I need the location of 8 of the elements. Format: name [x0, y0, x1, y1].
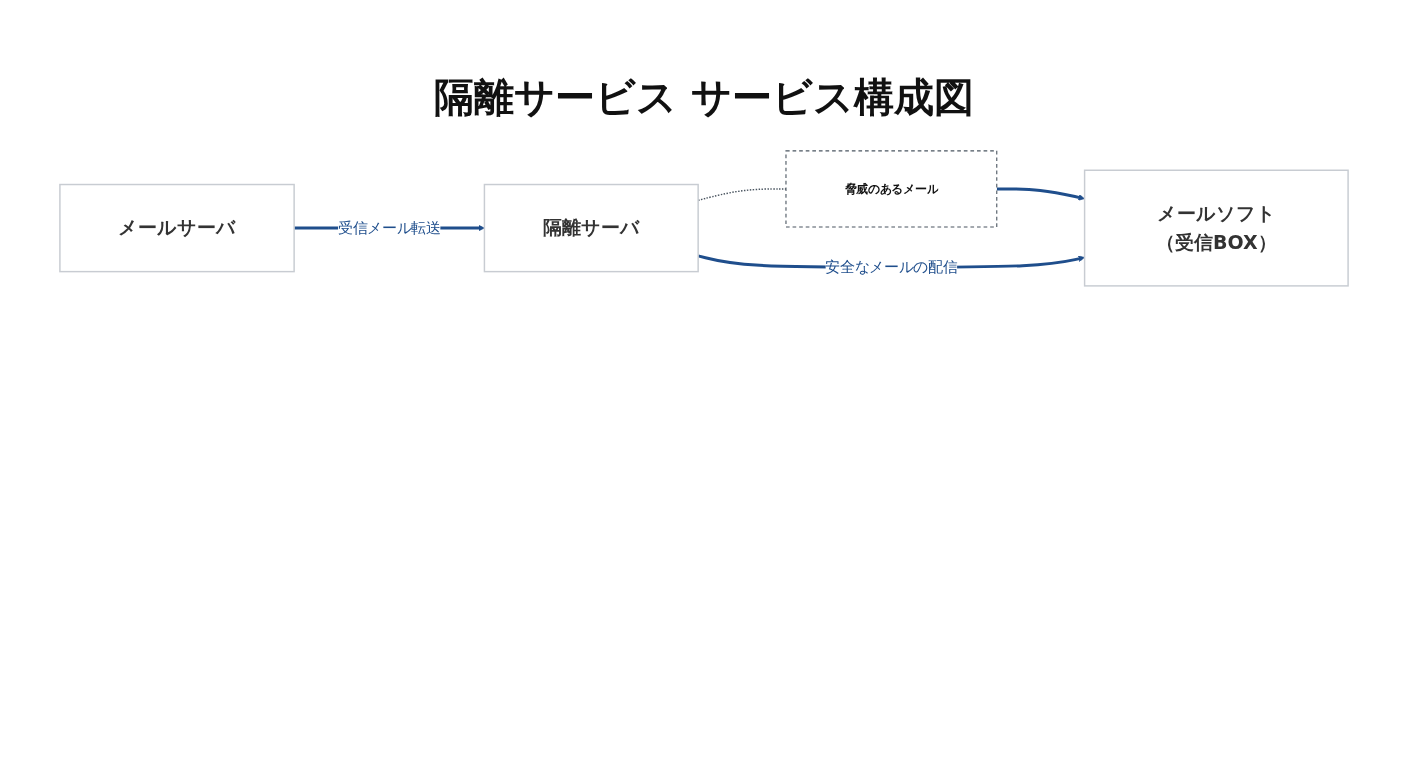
- edge-label: 受信メール転送: [338, 219, 441, 237]
- edge-label: 安全なメールの配信: [825, 258, 958, 277]
- diagram-title: 隔離サービス サービス構成図: [433, 73, 975, 122]
- node-box: 脅威のあるメール: [785, 150, 998, 228]
- node-box: 隔離サーバ: [483, 183, 699, 273]
- node-box: メールサーバ: [59, 183, 295, 273]
- arrow: [996, 187, 1085, 201]
- node-box: メールソフト（受信BOX）: [1083, 169, 1349, 287]
